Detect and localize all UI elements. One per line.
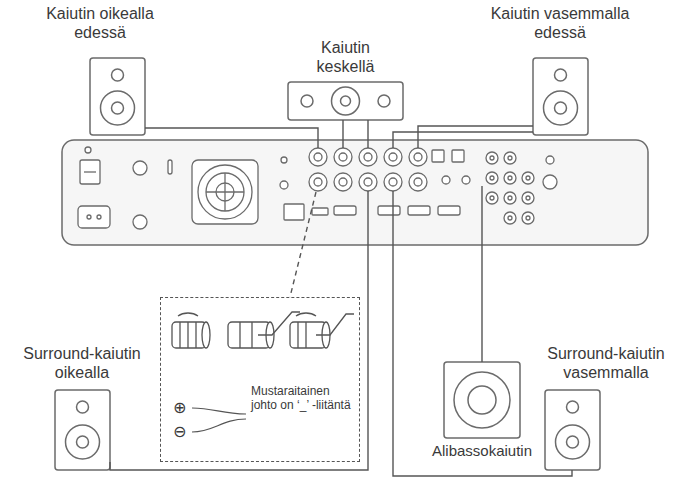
speaker-label: Surround-kaiutin oikealla (13, 344, 151, 382)
speaker-label: Kaiutin oikealla edessä (36, 4, 164, 42)
speaker-label: Surround-kaiutin vasemmalla (537, 344, 675, 382)
speaker-name: Kaiutin keskellä (300, 38, 392, 76)
speaker-name: Surround-kaiutin vasemmalla (537, 344, 675, 382)
speaker-name: Kaiutin vasemmalla edessä (484, 4, 636, 42)
speaker-name: Surround-kaiutin oikealla (13, 344, 151, 382)
speaker-label: Kaiutin keskellä (300, 38, 392, 76)
speaker-label: Alibassokaiutin (430, 442, 534, 460)
polarity-symbol: ⊖ (173, 424, 186, 440)
polarity-symbol: ⊕ (173, 400, 186, 416)
speaker-name: Alibassokaiutin (430, 442, 534, 460)
speaker-name: Kaiutin oikealla edessä (36, 4, 164, 42)
note-text: Mustaraitainen johto on ‘_’ -liitäntä (251, 384, 351, 413)
speaker-label: Kaiutin vasemmalla edessä (484, 4, 636, 42)
note-box: Mustaraitainen johto on ‘_’ -liitäntä (160, 297, 360, 462)
